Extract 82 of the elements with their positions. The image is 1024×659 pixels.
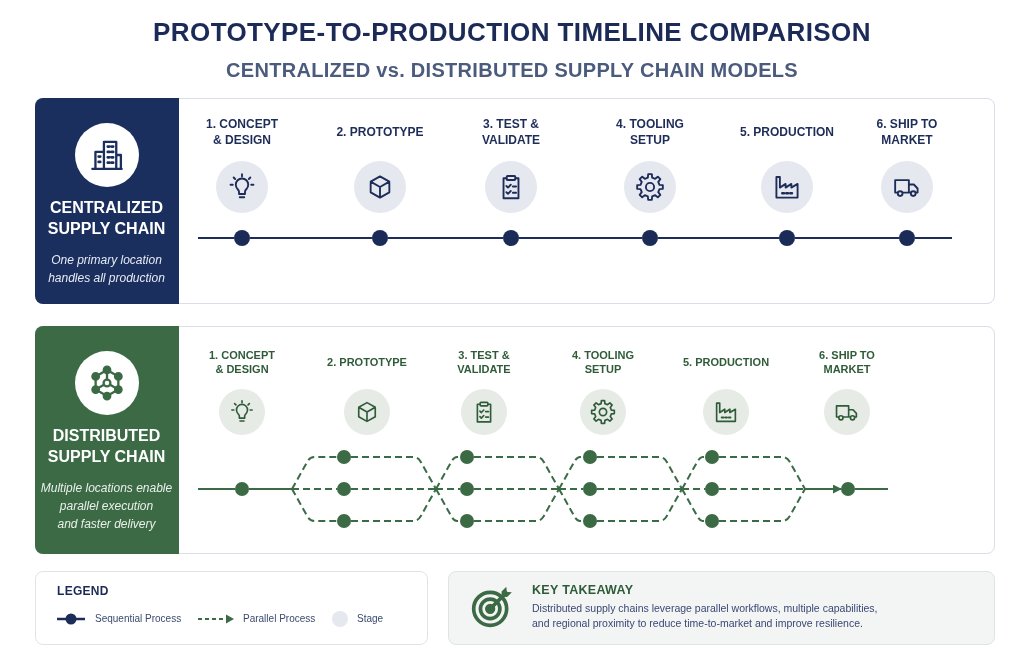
arrow	[804, 484, 842, 494]
milestone-dot-icon	[460, 450, 474, 464]
dashed-line	[681, 488, 706, 522]
stage-title: 4. TOOLING SETUP	[615, 116, 685, 148]
dashed-line	[435, 456, 461, 490]
timeline-panel	[35, 326, 995, 554]
dashed-line	[473, 456, 560, 490]
milestone-dot-icon	[899, 230, 915, 246]
milestone-dot-icon	[705, 450, 719, 464]
dashed-line	[718, 456, 806, 490]
legend-heading: LEGEND	[57, 583, 109, 599]
dashed-line	[350, 488, 437, 522]
takeaway-card	[448, 571, 995, 645]
stage-title: 2. PROTOTYPE	[336, 124, 424, 140]
dashed-line	[558, 456, 584, 490]
panel-heading: CENTRALIZED SUPPLY CHAIN	[46, 198, 167, 239]
milestone-dot-icon	[235, 482, 249, 496]
stage-title: 3. TEST & VALIDATE	[480, 116, 542, 148]
dashed-line	[681, 456, 706, 490]
stage-title: 5. PRODUCTION	[740, 124, 834, 140]
stage-title: 5. PRODUCTION	[682, 355, 770, 369]
timeline-line	[197, 237, 235, 239]
timeline-line	[794, 237, 900, 239]
milestone-dot-icon	[337, 514, 351, 528]
milestone-dot-icon	[583, 482, 597, 496]
dashed-line	[558, 488, 584, 490]
subtitle: CENTRALIZED vs. DISTRIBUTED SUPPLY CHAIN MODELS	[226, 58, 798, 82]
dashed-line	[350, 488, 437, 490]
dashed-line	[291, 488, 338, 490]
stage-title: 1. CONCEPT & DESIGN	[208, 348, 276, 376]
milestone-dot-icon	[705, 514, 719, 528]
takeaway-text: Distributed supply chains leverage parallel workflows, multiple capabilities, and regional proximity to reduce time-to-market and improve resilience.	[532, 601, 879, 631]
stage-title: 2. PROTOTYPE	[327, 355, 407, 369]
dashed-line	[558, 488, 584, 522]
milestone-dot-icon	[583, 514, 597, 528]
legend-label: Stage	[357, 612, 384, 626]
dashed-line	[718, 488, 806, 522]
timeline-line	[657, 237, 780, 239]
milestone-dot-icon	[779, 230, 795, 246]
panel-description: Multiple locations enable parallel execution and faster delivery	[39, 480, 174, 533]
milestone-dot-icon	[841, 482, 855, 496]
milestone-dot-icon	[460, 482, 474, 496]
stage-title: 3. TEST & VALIDATE	[456, 348, 512, 376]
legend-label: Sequential Process	[95, 612, 182, 626]
milestone-dot-icon	[503, 230, 519, 246]
stage-title: 1. CONCEPT & DESIGN	[205, 116, 279, 148]
dashed-line	[435, 488, 461, 522]
milestone-dot-icon	[705, 482, 719, 496]
stage-title: 6. SHIP TO MARKET	[818, 348, 876, 376]
timeline-line	[854, 488, 889, 490]
milestone-dot-icon	[583, 450, 597, 464]
timeline-panel	[35, 98, 995, 304]
dashed-line	[291, 456, 338, 490]
timeline-line	[248, 488, 293, 490]
dashed-line	[681, 488, 706, 490]
milestone-dot-icon	[642, 230, 658, 246]
dashed-line	[596, 456, 683, 490]
page-title: PROTOTYPE-TO-PRODUCTION TIMELINE COMPARISON	[153, 16, 871, 48]
dashed-line	[473, 488, 560, 522]
timeline-line	[249, 237, 373, 239]
milestone-dot-icon	[460, 514, 474, 528]
milestone-dot-icon	[337, 450, 351, 464]
stage-title: 6. SHIP TO MARKET	[875, 116, 939, 148]
timeline-line	[387, 237, 504, 239]
panel-heading: DISTRIBUTED SUPPLY CHAIN	[46, 426, 167, 467]
dashed-line	[718, 488, 806, 490]
dashed-line	[350, 456, 437, 490]
dashed-line	[435, 488, 461, 490]
stage-title: 4. TOOLING SETUP	[570, 348, 636, 376]
timeline-line	[518, 237, 643, 239]
dashed-line	[596, 488, 683, 522]
timeline-line	[914, 237, 953, 239]
legend-label: Parallel Process	[243, 612, 316, 626]
takeaway-heading: KEY TAKEAWAY	[532, 582, 634, 598]
timeline-line	[197, 488, 236, 490]
panel-description: One primary location handles all production	[47, 252, 166, 287]
dashed-line	[291, 488, 338, 522]
milestone-dot-icon	[234, 230, 250, 246]
milestone-dot-icon	[372, 230, 388, 246]
milestone-dot-icon	[337, 482, 351, 496]
dashed-line	[596, 488, 683, 490]
dashed-line	[473, 488, 560, 490]
